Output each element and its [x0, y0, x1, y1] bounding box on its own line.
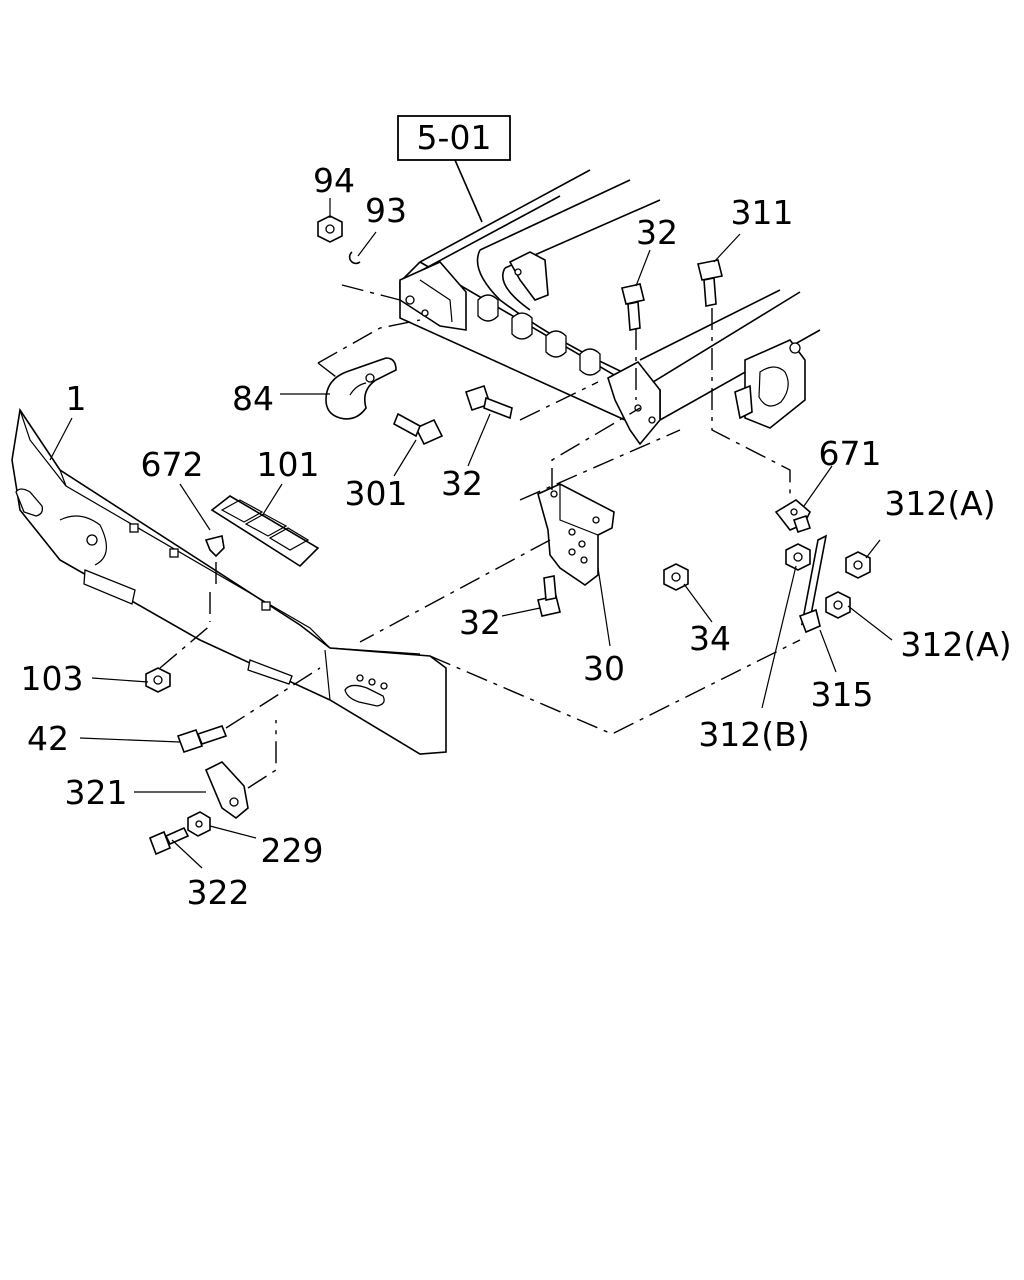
leader-lines	[49, 198, 893, 869]
side-plate	[204, 761, 249, 820]
callout-labels: 94 93 32 311 84 1 672 101 301 32 671 312…	[21, 161, 1012, 912]
callout-32-low: 32	[459, 603, 501, 642]
assembly-lines	[159, 284, 801, 789]
reference-box: 5-01	[397, 115, 511, 223]
callout-1: 1	[66, 379, 87, 418]
callout-322: 322	[187, 873, 250, 912]
fasteners	[145, 215, 871, 856]
reference-box-label: 5-01	[417, 118, 492, 157]
tow-hook	[325, 357, 397, 420]
callout-32-top: 32	[636, 213, 678, 252]
callout-101: 101	[257, 445, 320, 484]
callout-103: 103	[21, 659, 84, 698]
callout-321: 321	[65, 773, 128, 812]
callout-32-mid: 32	[441, 464, 483, 503]
chassis-frame	[399, 169, 821, 446]
callout-94: 94	[313, 161, 355, 200]
callout-34: 34	[689, 619, 731, 658]
step-plate	[210, 495, 320, 568]
callout-312a-top: 312(A)	[884, 484, 995, 523]
callout-42: 42	[27, 719, 69, 758]
callout-30: 30	[583, 649, 625, 688]
callout-671: 671	[819, 434, 882, 473]
callout-229: 229	[261, 831, 324, 870]
callout-312b: 312(B)	[698, 715, 809, 754]
callout-84: 84	[232, 379, 274, 418]
bumper-bracket	[537, 483, 615, 586]
callout-312a-low: 312(A)	[900, 625, 1011, 664]
callout-311: 311	[731, 193, 794, 232]
callout-672: 672	[141, 445, 204, 484]
callout-315: 315	[811, 675, 874, 714]
callout-301: 301	[345, 474, 408, 513]
callout-93: 93	[365, 191, 407, 230]
front-bumper	[11, 407, 447, 755]
